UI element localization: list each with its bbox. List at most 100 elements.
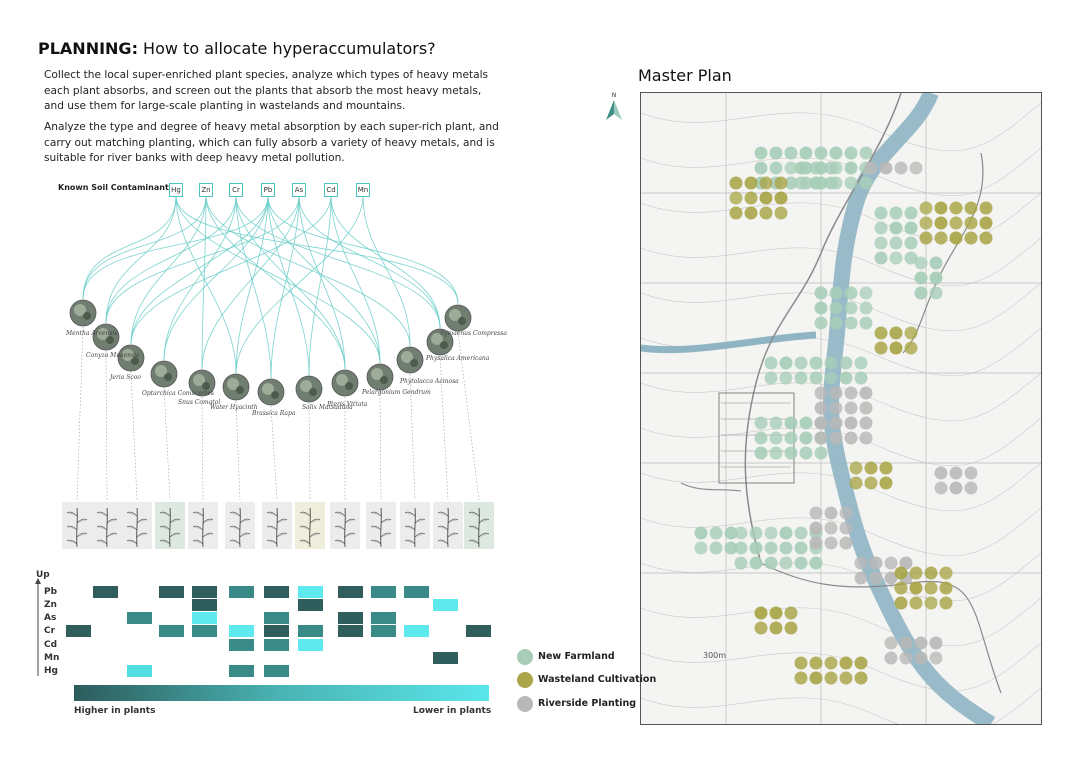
heatmap-cell <box>298 586 323 598</box>
planting-circle <box>769 161 783 175</box>
planting-circle <box>964 231 978 245</box>
plant-sketch-thumbnail <box>295 502 325 549</box>
planting-circle <box>799 431 813 445</box>
planting-circle <box>929 636 943 650</box>
connection-line <box>130 195 269 345</box>
planting-circle <box>709 526 723 540</box>
planting-circle <box>829 386 843 400</box>
metal-box-cd: Cd <box>324 183 338 197</box>
planting-circle <box>924 581 938 595</box>
planting-circle <box>754 621 768 635</box>
planting-circle <box>934 481 948 495</box>
plant-leader-line <box>457 331 480 501</box>
planting-circle <box>814 386 828 400</box>
main-road <box>744 93 902 564</box>
planting-circle <box>829 401 843 415</box>
planting-circle <box>814 316 828 330</box>
heatmap-cell <box>264 665 289 677</box>
planting-circle <box>909 596 923 610</box>
connection-line <box>130 195 332 345</box>
planting-circle <box>849 476 863 490</box>
planting-circle <box>829 301 843 315</box>
plant-leader-line <box>439 355 449 501</box>
planting-circle <box>904 251 918 265</box>
plant-sketch-thumbnail <box>122 502 152 549</box>
contour-line <box>641 102 1041 152</box>
legend-label: New Farmland <box>538 651 615 662</box>
heatmap-row-label: Pb <box>44 587 58 597</box>
soil-contaminant-label: Known Soil Contaminant : <box>58 183 175 192</box>
planting-circle <box>844 176 858 190</box>
connection-line <box>235 195 364 374</box>
plant-name-label: Symaenus Compressa <box>440 330 507 337</box>
planting-circle <box>839 536 853 550</box>
scale-label: 300m <box>703 651 726 660</box>
planting-circle <box>694 526 708 540</box>
heatmap-cell <box>66 625 91 637</box>
connection-line <box>82 195 177 300</box>
planting-circle <box>744 206 758 220</box>
heatmap-cell <box>298 639 323 651</box>
heatmap-cell <box>433 652 458 664</box>
planting-circle <box>904 236 918 250</box>
planting-circle <box>794 541 808 555</box>
planting-circle <box>844 416 858 430</box>
plant-sketch-thumbnail <box>92 502 122 549</box>
higher-in-plants-label: Higher in plants <box>74 706 156 716</box>
connection-line <box>175 195 237 374</box>
connection-line <box>235 195 346 370</box>
connection-line <box>175 195 381 364</box>
plant-name-label: Pteris Vittata <box>327 401 368 408</box>
connection-line <box>235 195 441 329</box>
planting-circle <box>764 541 778 555</box>
planting-circle <box>914 256 928 270</box>
intro-paragraph-2: Analyze the type and degree of heavy met… <box>44 121 499 164</box>
planting-circle <box>809 671 823 685</box>
metal-box-cr: Cr <box>229 183 243 197</box>
planting-circle <box>829 431 843 445</box>
planting-circle <box>814 401 828 415</box>
connection-line <box>163 195 237 361</box>
connection-line <box>235 195 272 379</box>
planting-circle <box>884 651 898 665</box>
planting-circle <box>909 161 923 175</box>
planting-circle <box>844 316 858 330</box>
planting-circle <box>774 206 788 220</box>
connection-line <box>205 195 411 347</box>
planting-circle <box>794 356 808 370</box>
plant-name-label: Phytolacca Acinosa <box>400 378 459 385</box>
planting-circle <box>764 371 778 385</box>
planting-circle <box>794 671 808 685</box>
north-arrow-icon: N <box>606 92 622 120</box>
planting-circle <box>769 146 783 160</box>
planting-circle <box>809 556 823 570</box>
page-title: PLANNING: How to allocate hyperaccumulat… <box>38 39 436 58</box>
planting-circle <box>769 621 783 635</box>
heatmap-cell <box>264 586 289 598</box>
planting-circle <box>884 571 898 585</box>
heatmap-cell <box>192 586 217 598</box>
planting-circle <box>784 621 798 635</box>
connection-line <box>298 195 346 370</box>
heatmap-cell <box>93 586 118 598</box>
planting-circle <box>839 506 853 520</box>
planting-circle <box>799 146 813 160</box>
planting-circle <box>779 526 793 540</box>
planting-circle <box>894 596 908 610</box>
planting-circle <box>769 431 783 445</box>
planting-circle <box>809 161 823 175</box>
planting-circle <box>889 206 903 220</box>
planting-circle <box>794 656 808 670</box>
heatmap-axis-arrow <box>35 578 41 676</box>
heatmap-cell <box>264 625 289 637</box>
plant-sketch-thumbnail <box>433 502 463 549</box>
planting-circle <box>784 431 798 445</box>
planting-circle <box>894 581 908 595</box>
legend-label: Wasteland Cultivation <box>538 674 657 685</box>
planting-circle <box>829 146 843 160</box>
metal-box-as: As <box>292 183 306 197</box>
planting-circle <box>869 571 883 585</box>
planting-circle <box>864 161 878 175</box>
plant-sketch-thumbnail <box>225 502 255 549</box>
planting-circle <box>859 316 873 330</box>
